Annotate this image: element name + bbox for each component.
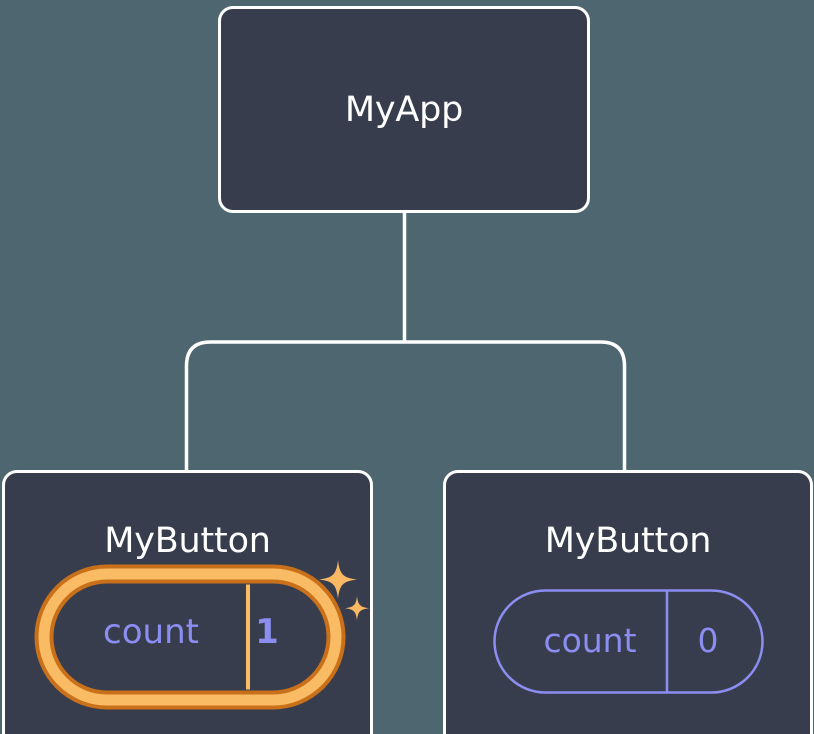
pill-inner-ring: [38, 568, 342, 706]
state-pill-label: count: [103, 612, 199, 652]
state-pill-shape: [493, 589, 764, 694]
component-node-title: MyApp: [344, 89, 464, 130]
state-pill-value: 0: [697, 621, 719, 660]
component-node-title: MyButton: [544, 521, 712, 561]
state-pill-value: 1: [255, 612, 279, 652]
component-node-root[interactable]: MyApp: [218, 6, 590, 213]
state-pill-plain[interactable]: [493, 589, 764, 694]
connector-branch-bus: [184, 340, 627, 472]
state-pill-label: count: [543, 621, 637, 660]
pill-outline: [493, 589, 764, 694]
component-node-title: MyButton: [104, 521, 271, 561]
state-pill-shape: [34, 564, 346, 710]
component-node-mybutton-right[interactable]: MyButton: [443, 470, 813, 734]
state-pill-highlighted[interactable]: [20, 557, 360, 717]
